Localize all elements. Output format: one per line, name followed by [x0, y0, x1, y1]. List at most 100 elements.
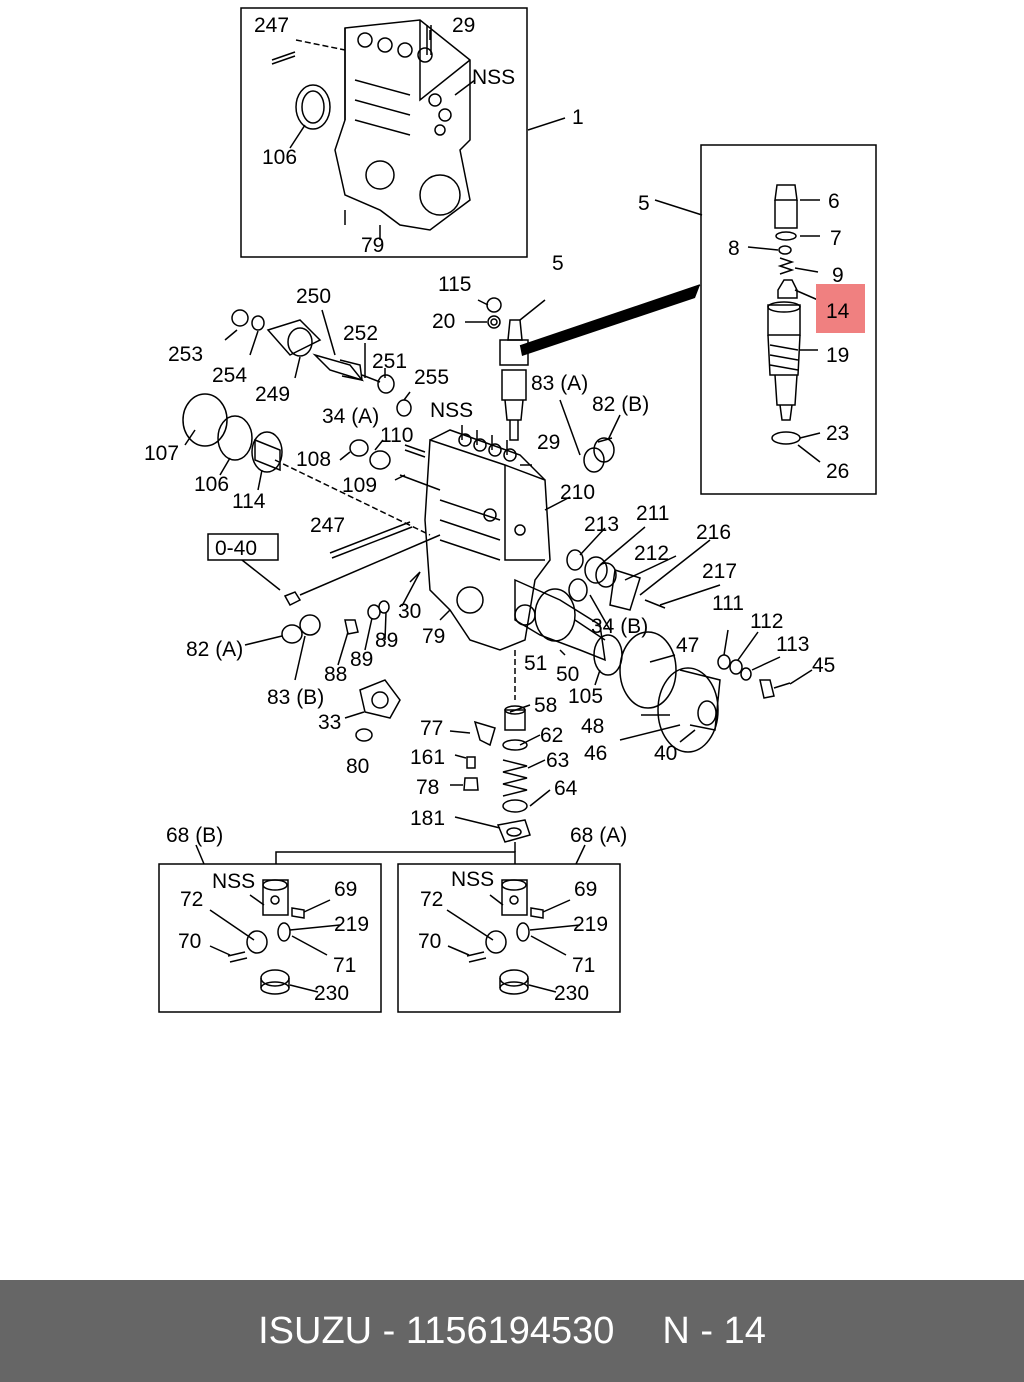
part-label: 7 — [830, 227, 842, 250]
inset-68b-frame — [158, 863, 382, 1013]
upper-valve-drawing — [486, 284, 701, 441]
delivery-valve-inset-frame — [700, 144, 877, 495]
part-label: 108 — [296, 448, 331, 471]
part-label: 111 — [712, 592, 744, 615]
part-label: 69 — [334, 878, 357, 901]
part-label: 247 — [310, 514, 345, 537]
part-label: 8 — [728, 237, 740, 260]
part-label: 88 — [324, 663, 347, 686]
part-label: 255 — [414, 366, 449, 389]
footer-bar: ISUZU - 1156194530 N - 14 — [0, 1280, 1024, 1382]
part-label: NSS — [430, 399, 473, 422]
part-label: 250 — [296, 285, 331, 308]
pump-housing-drawing — [271, 19, 471, 231]
part-label: 181 — [410, 807, 445, 830]
inset-68b-drawing — [227, 879, 305, 995]
part-label: 69 — [574, 878, 597, 901]
part-label: 247 — [254, 14, 289, 37]
part-label: 68 (A) — [570, 824, 627, 847]
part-label: 110 — [380, 424, 413, 447]
part-label: 107 — [144, 442, 179, 465]
part-label: 82 (B) — [592, 393, 649, 416]
part-label: 71 — [572, 954, 595, 977]
part-label: 109 — [342, 474, 377, 497]
callout-wedge — [520, 285, 700, 356]
part-label: 77 — [420, 717, 443, 740]
part-label: 64 — [554, 777, 578, 800]
part-label: 80 — [346, 755, 369, 778]
part-label: 20 — [432, 310, 455, 333]
part-label: 230 — [314, 982, 349, 1005]
part-label: 19 — [826, 344, 849, 367]
part-label: 63 — [546, 749, 569, 772]
part-label: 29 — [537, 431, 560, 454]
part-label: 47 — [676, 634, 699, 657]
part-label: 252 — [343, 322, 378, 345]
main-pump-body-drawing — [424, 425, 551, 651]
part-label: 72 — [420, 888, 443, 911]
part-label: NSS — [472, 66, 515, 89]
part-label: 105 — [568, 685, 603, 708]
part-label: 5 — [552, 252, 564, 275]
part-label: 79 — [361, 234, 384, 257]
part-label: 9 — [832, 264, 844, 287]
part-label: 34 (B) — [591, 615, 648, 638]
part-label: 211 — [636, 502, 669, 525]
inset-68a-frame — [397, 863, 621, 1013]
part-label: 212 — [634, 542, 669, 565]
part-label: 51 — [524, 652, 547, 675]
part-label: 14 — [826, 300, 850, 323]
part-label: 23 — [826, 422, 849, 445]
part-label: 70 — [178, 930, 201, 953]
part-label: 217 — [702, 560, 737, 583]
part-label: 219 — [334, 913, 369, 936]
part-label: 26 — [826, 460, 849, 483]
part-label: 113 — [776, 633, 809, 656]
part-label: 45 — [812, 654, 835, 677]
part-label: 249 — [255, 383, 290, 406]
part-label: 114 — [232, 490, 266, 513]
part-number-text: ISUZU - 1156194530 — [258, 1309, 615, 1352]
part-label: 210 — [560, 481, 595, 504]
part-label: 83 (B) — [267, 686, 324, 709]
part-label: 78 — [416, 776, 439, 799]
part-label: 48 — [581, 715, 604, 738]
part-label: 1 — [572, 106, 584, 129]
part-label: NSS — [212, 870, 255, 893]
exploded-parts-diagram: 247 29 NSS 1 106 79 5 6 7 8 9 14 19 23 2… — [144, 7, 877, 1013]
part-label: 58 — [534, 694, 557, 717]
part-label: NSS — [451, 868, 494, 891]
pump-housing-inset-frame — [240, 7, 528, 258]
part-label: 89 — [375, 629, 398, 652]
part-label: 216 — [696, 521, 731, 544]
delivery-valve-drawing — [767, 184, 801, 445]
part-label: 70 — [418, 930, 441, 953]
part-label: 213 — [584, 513, 619, 536]
part-label: 0-40 — [215, 537, 257, 560]
part-labels: 247 29 NSS 1 106 79 5 6 7 8 9 14 19 23 2… — [144, 14, 850, 1005]
part-label: 82 (A) — [186, 638, 243, 661]
part-label: 40 — [654, 742, 677, 765]
part-label: 68 (B) — [166, 824, 223, 847]
part-label: 219 — [573, 913, 608, 936]
part-label: 72 — [180, 888, 203, 911]
part-label: 29 — [452, 14, 475, 37]
part-label: 83 (A) — [531, 372, 588, 395]
part-label: 112 — [750, 610, 783, 633]
part-label: 251 — [372, 350, 407, 373]
inset-68a-drawing — [466, 879, 544, 995]
part-label: 50 — [556, 663, 579, 686]
part-label: 89 — [350, 648, 373, 671]
highlighted-part-marker — [816, 284, 865, 333]
part-label: 71 — [333, 954, 356, 977]
part-label: 253 — [168, 343, 203, 366]
part-label: 115 — [438, 273, 471, 296]
part-label: 6 — [828, 190, 840, 213]
part-label: 79 — [422, 625, 445, 648]
part-label: 30 — [398, 600, 421, 623]
part-label: 106 — [262, 146, 297, 169]
tappet-spring-drawing — [463, 650, 531, 843]
part-label: 106 — [194, 473, 229, 496]
part-label: 161 — [410, 746, 445, 769]
